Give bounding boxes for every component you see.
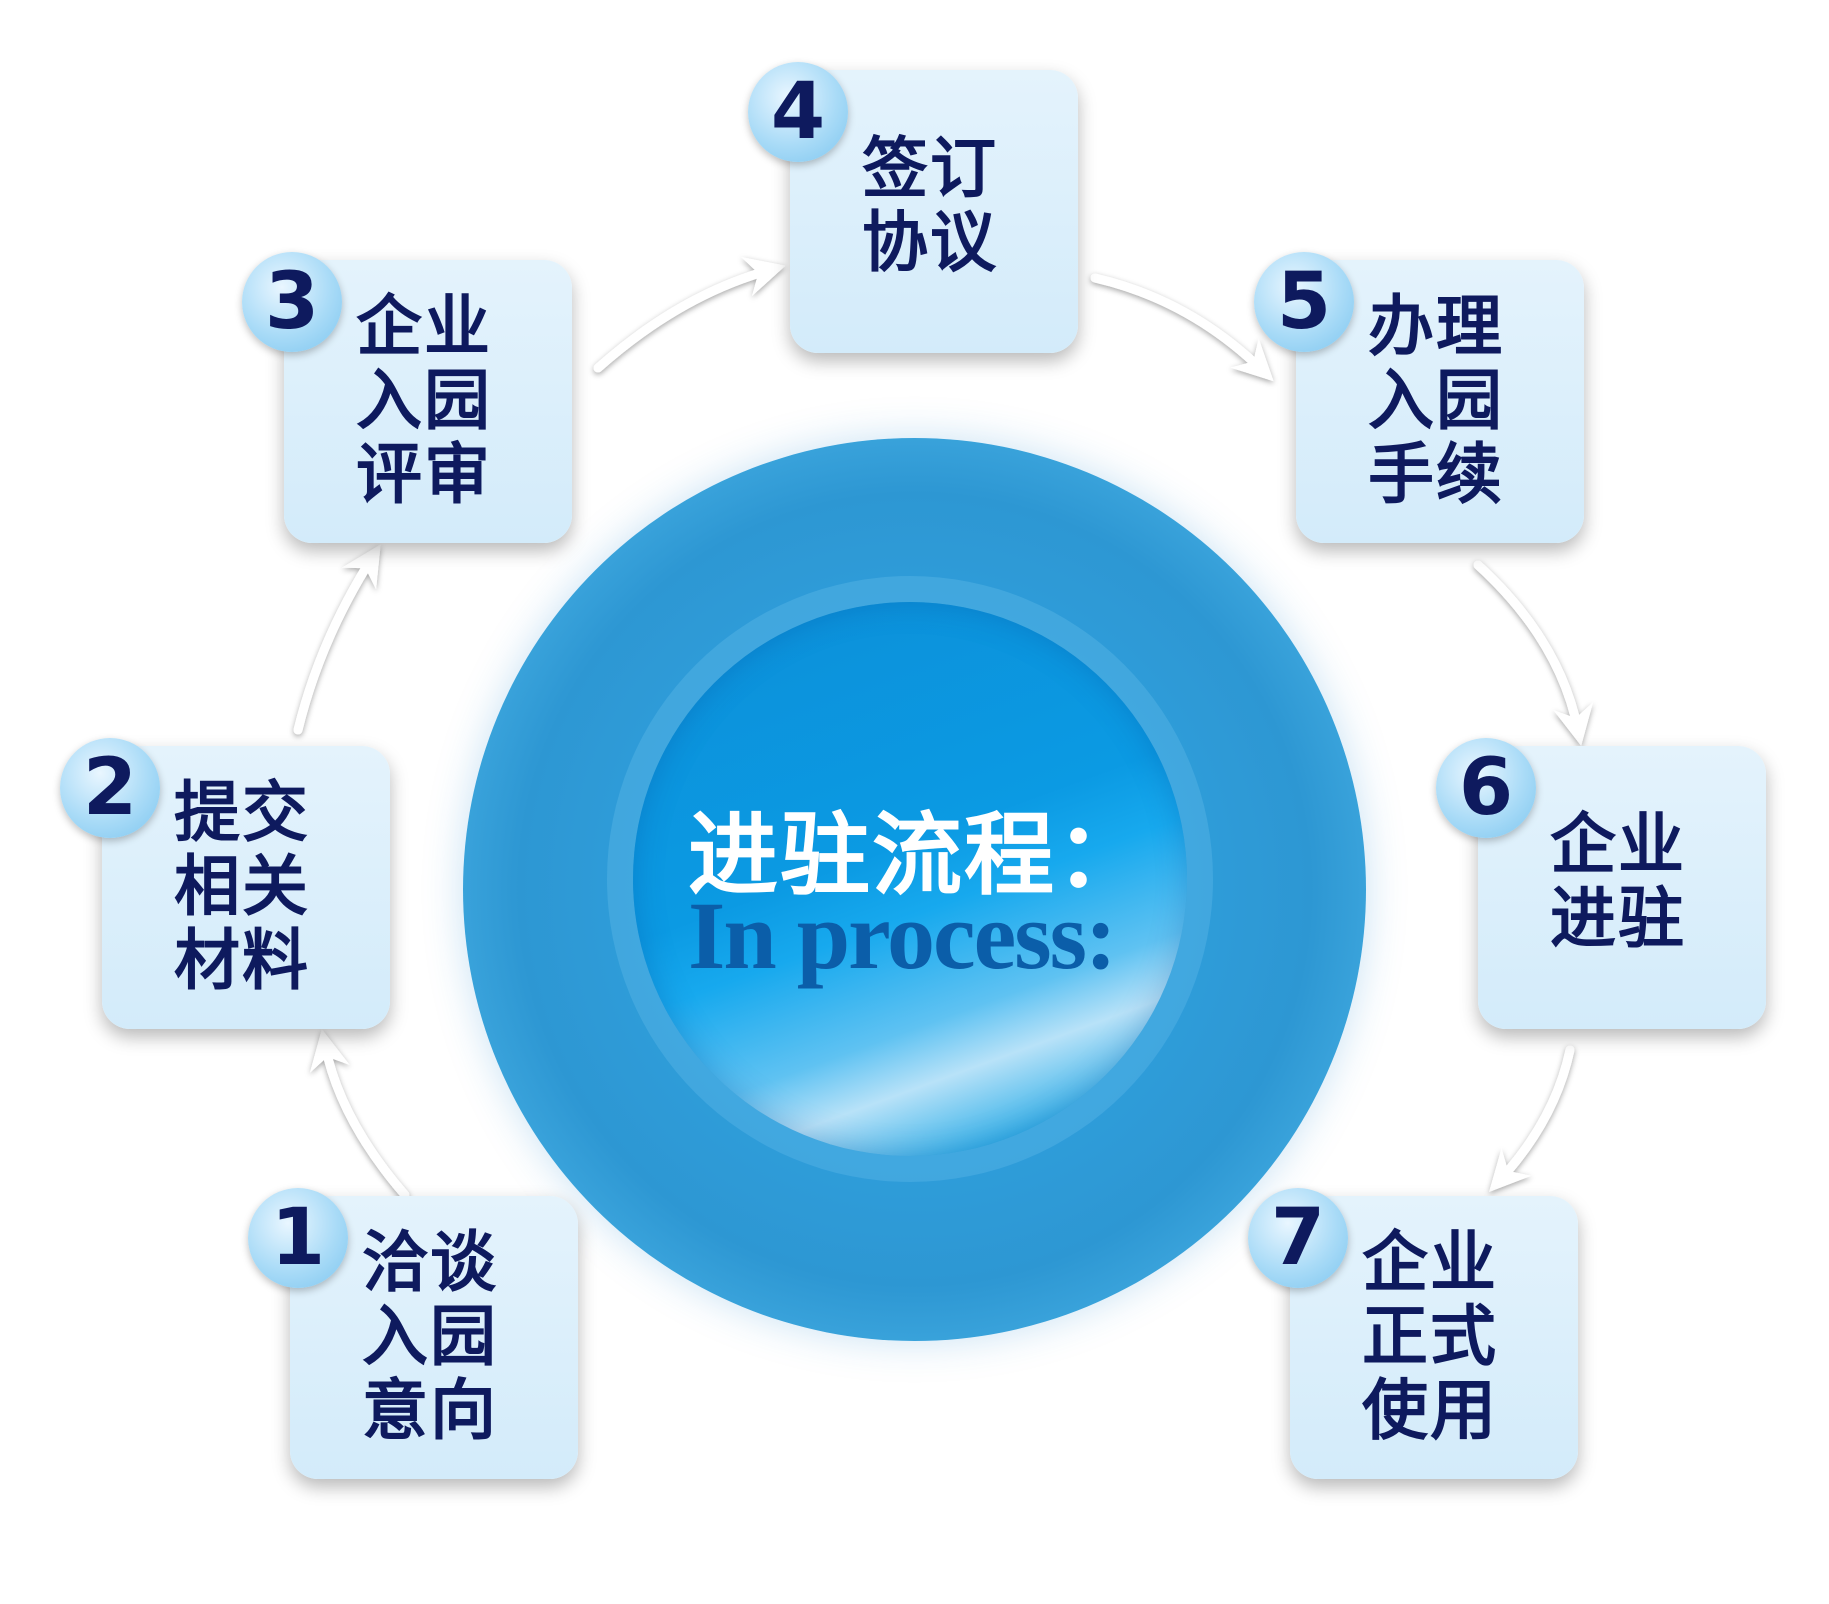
step-label: 签订 协议: [862, 130, 998, 281]
arrow-2-to-3: [293, 544, 381, 735]
step-number-badge: 5: [1254, 252, 1354, 352]
step-number-badge: 4: [748, 62, 848, 162]
center-circle-inner: [633, 602, 1187, 1156]
step-label: 提交 相关 材料: [174, 774, 310, 999]
center-title: 进驻流程：: [688, 803, 1148, 908]
step-card-1: 洽谈 入园 意向: [290, 1196, 578, 1479]
step-number-badge: 1: [248, 1188, 348, 1288]
step-number-badge: 3: [242, 252, 342, 352]
arrow-6-to-7: [1489, 1045, 1575, 1192]
arrow-5-to-6: [1473, 560, 1594, 746]
step-label: 办理 入园 手续: [1368, 288, 1504, 513]
step-number-badge: 7: [1248, 1188, 1348, 1288]
step-label: 企业 正式 使用: [1362, 1224, 1498, 1449]
step-number-badge: 6: [1436, 738, 1536, 838]
arrow-4-to-5: [1090, 273, 1274, 382]
center-subtitle: In process:: [688, 882, 1117, 989]
arrow-3-to-4: [593, 256, 786, 373]
step-label: 企业 进驻: [1550, 806, 1686, 957]
step-number-badge: 2: [60, 738, 160, 838]
step-label: 洽谈 入园 意向: [362, 1224, 498, 1449]
step-label: 企业 入园 评审: [356, 288, 492, 513]
arrow-1-to-2: [309, 1029, 410, 1200]
